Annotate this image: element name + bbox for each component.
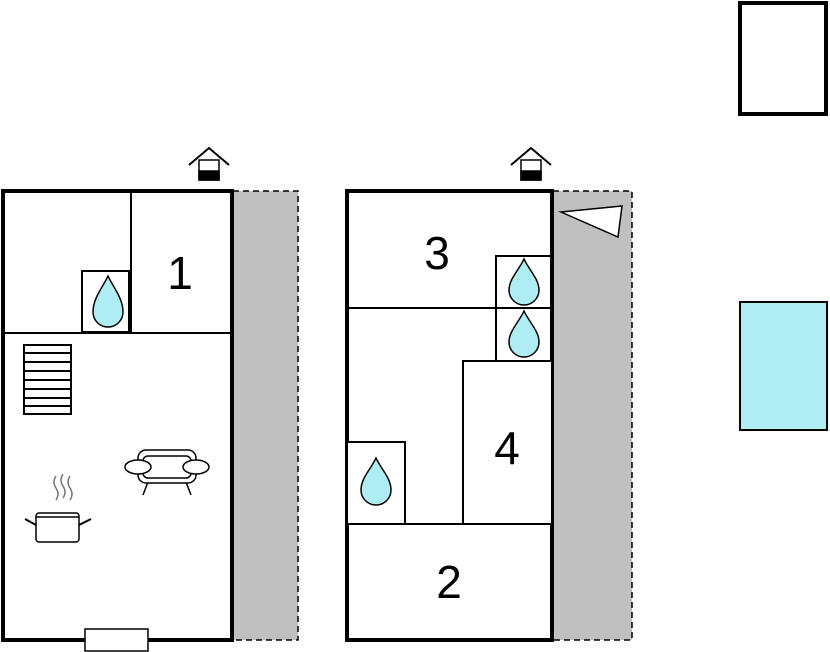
right-terrace — [552, 190, 633, 641]
room-label-4: 4 — [494, 422, 520, 474]
room-4-box — [462, 360, 553, 525]
window-icon — [84, 628, 149, 652]
left-outer-walls — [1, 189, 234, 642]
left-floor: 1 — [1, 146, 299, 652]
triangle-marker-icon — [558, 205, 623, 239]
room-label-3: 3 — [424, 227, 450, 279]
room-label-1: 1 — [167, 247, 193, 299]
water-drop-icon — [360, 456, 392, 506]
water-drop-icon — [92, 274, 124, 328]
house-entrance-icon — [510, 146, 552, 181]
room-label-2: 2 — [436, 556, 462, 608]
water-drop-icon — [508, 309, 540, 358]
building-outline-icon — [738, 1, 828, 116]
stairs-icon — [23, 344, 72, 415]
cooking-pot-icon — [24, 473, 92, 543]
left-terrace — [232, 190, 299, 641]
house-entrance-icon — [188, 146, 230, 181]
pool-icon — [739, 301, 828, 431]
water-drop-icon — [508, 257, 540, 306]
right-floor: 3 4 2 — [345, 146, 633, 642]
sofa-icon — [124, 449, 210, 496]
